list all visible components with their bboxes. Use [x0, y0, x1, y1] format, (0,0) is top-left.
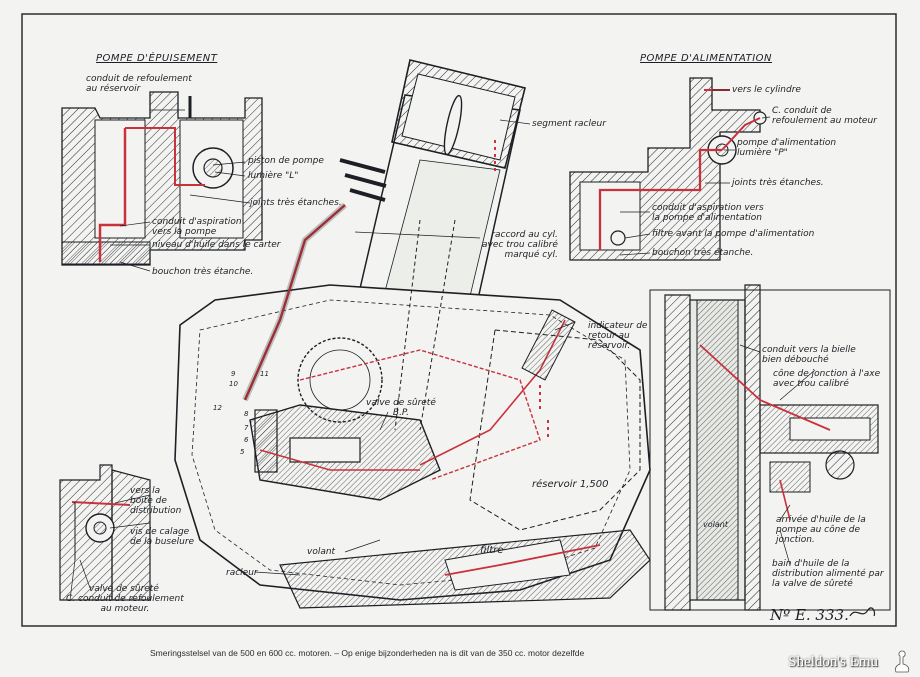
label-reservoir: réservoir 1,500 [532, 479, 609, 490]
section-frame [649, 289, 891, 611]
signature-mark [849, 607, 876, 617]
label-lumiere-l: lumière "L" [248, 171, 299, 181]
label-indicateur-retour: indicateur de retour au réservoir. [588, 321, 648, 351]
emu-icon [894, 650, 910, 673]
label-conduit-vers-bielle: conduit vers la bielle bien débouché [762, 345, 856, 365]
label-filtre: filtre [480, 545, 504, 556]
label-segment-racleur: segment racleur [532, 119, 606, 129]
label-valve-surete-bottom: valve de sûreté [89, 584, 159, 594]
label-piston-de-pompe: piston de pompe [248, 156, 324, 166]
label-bouchon-right: bouchon très étanche. [652, 248, 754, 258]
label-volant-center: volant [307, 547, 336, 557]
pompe-epuisement-drawing [61, 91, 263, 266]
label-racleur: racleur [226, 568, 258, 578]
pompe-epuisement-title: POMPE D'ÉPUISEMENT [96, 53, 218, 64]
label-conduit-aspiration: conduit d'aspiration vers la pompe [152, 217, 242, 237]
label-c-conduit-refoulement-top: C. conduit de refoulement au moteur [772, 106, 877, 126]
leader-lines [69, 89, 816, 601]
pompe-alimentation-drawing [569, 77, 767, 261]
label-pompe-alimentation-lumiere: pompe d'alimentation lumière "P" [737, 138, 837, 158]
engine-drawing [174, 59, 651, 609]
part-number-11: 11 [260, 370, 269, 378]
part-number-10: 10 [229, 380, 238, 388]
label-conduit-refoulement-reservoir: conduit de refoulement au réservoir [86, 74, 192, 94]
label-bouchon-left: bouchon très étanche. [152, 267, 254, 277]
part-number-7: 7 [244, 424, 249, 432]
part-number-6: 6 [244, 436, 249, 444]
frame-border [21, 13, 897, 627]
label-raccord-au-cyl: raccord au cyl. avec trou calibré marqué… [482, 230, 558, 260]
caption: Smeringsstelsel van de 500 en 600 cc. mo… [150, 648, 585, 658]
label-vers-boite-distribution: vers la boite de distribution [130, 486, 182, 516]
label-arrivee-huile: arrivée d'huile de la pompe au cône de j… [776, 515, 866, 545]
label-filtre-avant: filtre avant la pompe d'alimentation [652, 229, 815, 239]
label-joints-etanches-left: joints très étanches. [250, 198, 342, 208]
label-niveau-huile: niveau d'huile dans le carter [152, 240, 281, 250]
pompe-alimentation-title: POMPE D'ALIMENTATION [640, 53, 773, 64]
label-volant-right: volant [703, 520, 728, 529]
part-number-8: 8 [244, 410, 249, 418]
part-number-12: 12 [213, 404, 222, 412]
label-vers-le-cylindre: vers le cylindre [732, 85, 801, 95]
label-vis-de-calage: vis de calage de la buselure [130, 527, 195, 547]
part-number-9: 9 [231, 370, 236, 378]
label-bain-huile: bain d'huile de la distribution alimenté… [772, 559, 884, 589]
watermark: Sheldon's Emu [788, 654, 878, 670]
label-joints-etanches-right: joints très étanches. [732, 178, 824, 188]
label-c-conduit-refoulement-bottom: C. conduit de refoulement au moteur. [66, 594, 184, 614]
label-cone-de-jonction: cône de jonction à l'axe avec trou calib… [773, 369, 881, 389]
label-valve-surete-bp: valve de sûreté B.P. [366, 398, 436, 418]
label-conduit-aspiration-alim: conduit d'aspiration vers la pompe d'ali… [652, 203, 764, 223]
bottom-left-detail-drawing [59, 464, 151, 601]
part-number-5: 5 [240, 448, 245, 456]
flywheel-section-drawing [649, 284, 891, 611]
drawing-reference: Nº E. 333. [770, 606, 849, 624]
